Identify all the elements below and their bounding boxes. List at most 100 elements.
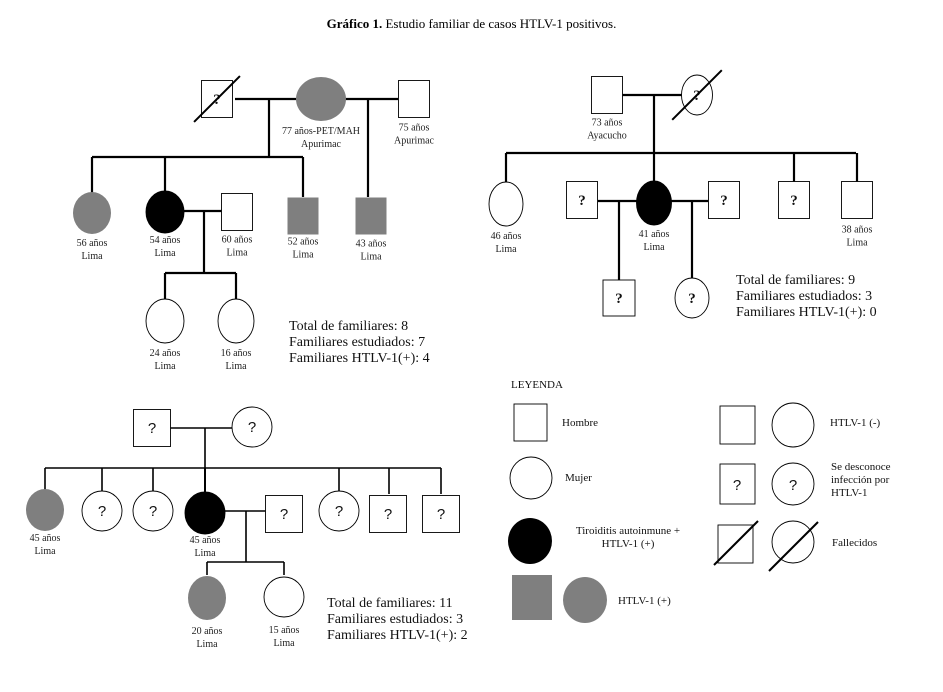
female-circle: [318, 490, 360, 532]
person-f2-spouse-a: ?: [566, 181, 598, 219]
legend-htlv-positive-circle: [563, 577, 607, 623]
female-tiroiditis-circle: [184, 491, 226, 535]
figure-title: Gráfico 1. Estudio familiar de casos HTL…: [0, 16, 943, 32]
male-square: [398, 80, 430, 118]
male-square: [221, 193, 253, 231]
person-label: Lima: [292, 250, 314, 261]
female-circle: [488, 181, 524, 227]
person-f3-father: ?: [133, 409, 171, 447]
unknown-status-mark: ?: [248, 419, 256, 436]
female-circle: [263, 576, 305, 618]
person-f2-spouse-b: ?: [708, 181, 740, 219]
legend-unknown-mark: ?: [733, 477, 741, 494]
person-label: Lima: [196, 639, 218, 650]
legend-label-tiroiditis: Tiroiditis autoinmune +: [576, 525, 680, 537]
male-square: [602, 279, 636, 317]
person-label: 24 años: [150, 348, 181, 359]
person-label: 73 años: [592, 118, 623, 129]
female-htlv-positive-circle: [296, 77, 346, 121]
unknown-status-mark: ?: [148, 420, 156, 437]
family1-stat-line: Familiares estudiados: 7: [289, 335, 425, 350]
unknown-status-mark: ?: [280, 506, 288, 523]
male-htlv-positive-square: [355, 197, 387, 235]
male-square: [265, 495, 303, 533]
legend-label-fallecidos: Fallecidos: [832, 537, 877, 549]
male-square: [566, 181, 598, 219]
legend-deceased-circle: [771, 520, 815, 564]
person-f3-c2: ?: [81, 490, 123, 532]
legend-label-desconoce: Se desconoce: [831, 461, 891, 473]
legend-label-tiroiditis: HTLV-1 (+): [602, 538, 655, 550]
legend-label-desconoce: HTLV-1: [831, 487, 867, 499]
female-circle: [81, 490, 123, 532]
person-label: 60 años: [222, 235, 253, 246]
male-square: [591, 76, 623, 114]
person-label: 41 años: [639, 229, 670, 240]
person-label: Lima: [846, 238, 868, 249]
legend-label-htlv-negative: HTLV-1 (-): [830, 417, 881, 429]
female-circle: [145, 298, 185, 344]
person-label: Ayacucho: [587, 131, 627, 142]
male-square: [369, 495, 407, 533]
person-label: 56 años: [77, 238, 108, 249]
person-f2-mother: ?: [671, 69, 723, 121]
female-circle: [132, 490, 174, 532]
legend-label-mujer: Mujer: [565, 472, 592, 484]
legend-htlv-positive-square: [512, 575, 552, 620]
female-circle: [674, 277, 710, 319]
legend-unknown-circle: [771, 462, 815, 506]
relationship-lines: [44, 93, 859, 575]
unknown-status-mark: ?: [578, 193, 586, 209]
person-f3-c4-spouse: ?: [265, 495, 303, 533]
legend-male-square: [513, 403, 548, 442]
female-circle: [231, 406, 273, 448]
family2-stat-line: Familiares estudiados: 3: [736, 289, 872, 304]
unknown-status-mark: ?: [437, 506, 445, 523]
person-label: Apurimac: [301, 139, 342, 150]
person-label: 75 años: [399, 123, 430, 134]
deceased-slash-icon: [768, 521, 819, 572]
family3-stat-line: Familiares estudiados: 3: [327, 612, 463, 627]
legend-label-htlv-positive: HTLV-1 (+): [618, 595, 671, 607]
person-f3-mother: ?: [231, 406, 273, 448]
person-label: Lima: [226, 248, 248, 259]
legend-unknown-square: [719, 463, 756, 505]
person-label: 45 años: [30, 533, 61, 544]
person-f2-g1: ?: [602, 279, 636, 317]
legend-label-desconoce: infección por: [831, 474, 890, 486]
legend-negative-square: [719, 405, 756, 445]
person-f3-c5: ?: [318, 490, 360, 532]
person-label: 15 años: [269, 625, 300, 636]
person-f2-c3: ?: [778, 181, 810, 219]
figure-title-prefix: Gráfico 1.: [326, 16, 383, 31]
person-label: 38 años: [842, 225, 873, 236]
female-tiroiditis-circle: [636, 180, 672, 226]
person-label: Lima: [34, 546, 56, 557]
family3-stat-line: Total de familiares: 11: [327, 596, 453, 611]
legend-title: LEYENDA: [511, 379, 563, 391]
male-square: [708, 181, 740, 219]
person-label: Lima: [154, 361, 176, 372]
male-square: [841, 181, 873, 219]
legend-negative-circle: [771, 402, 815, 448]
person-f3-c7: ?: [422, 495, 460, 533]
person-f3-c3: ?: [132, 490, 174, 532]
person-label: 46 años: [491, 231, 522, 242]
person-label: Lima: [194, 548, 216, 559]
person-f1-grandfather: ?: [193, 75, 241, 123]
person-f2-g2: ?: [674, 277, 710, 319]
